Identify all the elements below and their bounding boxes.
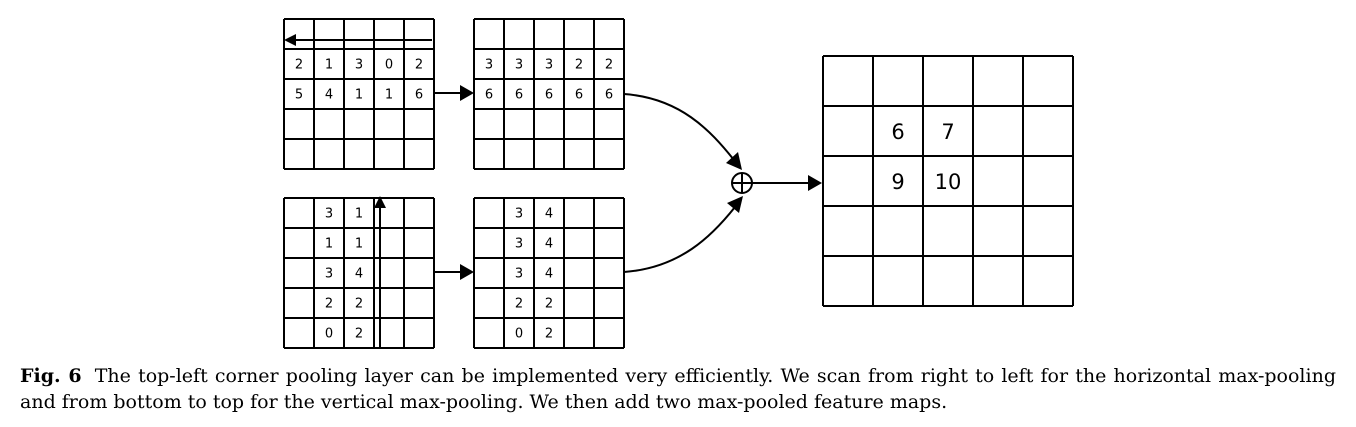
grid-cell-value: 6 [891,120,904,144]
grid-cell-value: 2 [545,327,553,342]
grid-cell-value: 2 [545,297,553,312]
grid-cell-value: 1 [385,88,393,103]
grid-horizontal-output: 3 3 3 2 2 6 6 6 6 6 [473,18,625,170]
caption-text: The top-left corner pooling layer can be… [20,365,1336,413]
grid-cell-value: 2 [355,297,363,312]
grid-cell-value: 5 [295,88,303,103]
caption-label: Fig. 6 [20,365,82,387]
grid-cell-value: 2 [605,58,613,73]
grid-cell-value: 2 [325,297,333,312]
grid-result: 6 7 9 10 [822,55,1074,307]
grid-cell-value: 10 [935,170,962,194]
scan-arrowhead-up [374,196,386,208]
grid-cell-value: 6 [415,88,423,103]
grid-cell-value: 3 [515,267,523,282]
grid-vertical-input: 3 1 1 1 3 4 2 2 0 2 [283,197,435,349]
grid-cell-value: 1 [355,237,363,252]
grid-cell-value: 4 [325,88,333,103]
grid-cell-value: 2 [515,297,523,312]
grid-cell-value: 3 [485,58,493,73]
grid-cell-value: 4 [545,207,553,222]
curve-top-to-sum [623,93,735,161]
grid-cell-value: 6 [605,88,613,103]
figure-caption: Fig. 6 The top-left corner pooling layer… [20,363,1336,415]
arrowhead-bottom-to-sum [727,196,743,213]
grid-cell-value: 9 [891,170,904,194]
grid-cell-value: 3 [515,58,523,73]
arrowhead-top-to-sum [726,152,742,170]
arrowhead-vertical-pool [460,264,474,280]
grid-cell-value: 1 [325,237,333,252]
grid-cell-value: 4 [355,267,363,282]
grid-cell-value: 2 [295,58,303,73]
grid-cell-value: 1 [355,88,363,103]
grid-cell-value: 3 [545,58,553,73]
grid-cell-value: 2 [415,58,423,73]
grid-cell-value: 3 [515,237,523,252]
grid-cell-value: 4 [545,267,553,282]
grid-vertical-output: 3 4 3 4 3 4 2 2 0 2 [473,197,625,349]
grid-cell-value: 6 [575,88,583,103]
grid-cell-value: 4 [545,237,553,252]
grid-cell-value: 3 [515,207,523,222]
arrowhead-to-result [808,175,822,191]
curve-bottom-to-sum [623,206,736,273]
grid-cell-value: 1 [325,58,333,73]
grid-cell-value: 3 [355,58,363,73]
scan-arrowhead-left [284,34,296,46]
grid-cell-value: 6 [515,88,523,103]
grid-cell-value: 2 [355,327,363,342]
grid-cell-value: 0 [325,327,333,342]
grid-cell-value: 7 [941,120,954,144]
grid-cell-value: 0 [385,58,393,73]
grid-cell-value: 6 [485,88,493,103]
grid-horizontal-input: 2 1 3 0 2 5 4 1 1 6 [283,18,435,170]
arrowhead-horizontal-pool [460,85,474,101]
grid-cell-value: 3 [325,207,333,222]
grid-cell-value: 6 [545,88,553,103]
grid-cell-value: 2 [575,58,583,73]
grid-cell-value: 0 [515,327,523,342]
grid-cell-value: 1 [355,207,363,222]
grid-cell-value: 3 [325,267,333,282]
